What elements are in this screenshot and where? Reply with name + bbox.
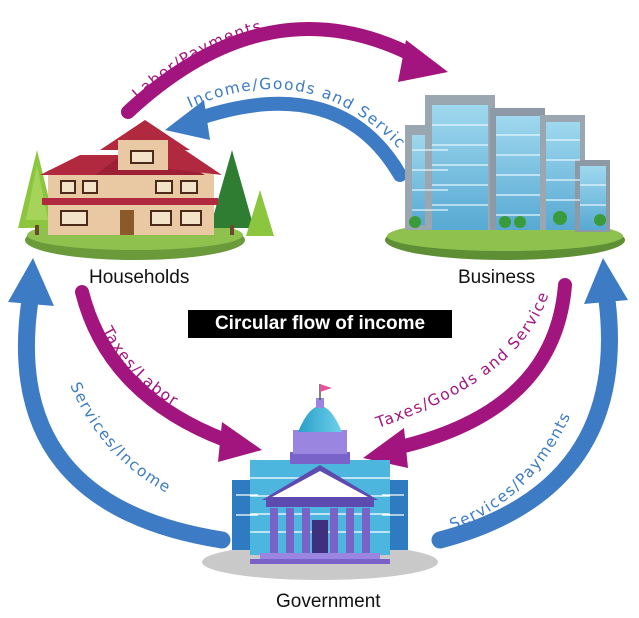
arrow-services-income (8, 258, 231, 549)
arrow-income-goods-services (165, 96, 407, 182)
business-building-illustration (385, 95, 625, 260)
households-house-illustration (18, 120, 274, 260)
arrow-services-payments (431, 258, 628, 549)
business-label: Business (458, 267, 536, 288)
arrow-taxes-goods-services (363, 278, 572, 468)
government-capitol-illustration (202, 384, 438, 580)
arrow-taxes-labor (75, 285, 262, 462)
arrow-labor-payments (121, 22, 448, 119)
diagram-title: Circular flow of income (188, 310, 452, 338)
government-label: Government (276, 591, 381, 612)
households-label: Households (89, 267, 190, 288)
